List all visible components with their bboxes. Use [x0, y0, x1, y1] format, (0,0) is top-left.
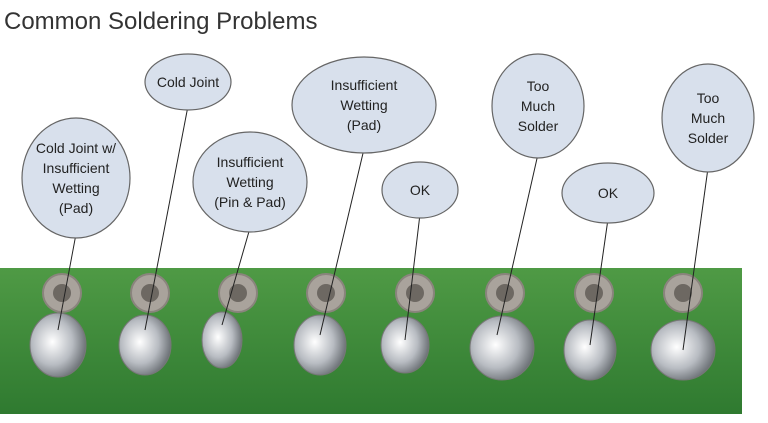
- pad-hole: [53, 284, 71, 302]
- callout-label: Too: [697, 90, 720, 106]
- callout-label: Solder: [518, 118, 559, 134]
- callout-label: Wetting: [52, 180, 99, 196]
- callout-label: (Pad): [347, 117, 381, 133]
- callout-bubble: [291, 56, 437, 154]
- leader-line: [319, 148, 365, 336]
- pad-hole: [674, 284, 692, 302]
- callout-label: Insufficient: [43, 160, 110, 176]
- solder-joint: [201, 311, 243, 369]
- callout-bubble: [381, 161, 459, 219]
- callout-label: OK: [598, 185, 619, 201]
- pad-hole: [229, 284, 247, 302]
- callout-label: Too: [527, 78, 550, 94]
- leader-line: [404, 213, 421, 341]
- callout-bubble: [192, 131, 308, 233]
- callout-label: (Pin & Pad): [214, 194, 286, 210]
- leader-line: [496, 153, 539, 336]
- pad-hole: [406, 284, 424, 302]
- pad-hole: [585, 284, 603, 302]
- pcb-board: [0, 268, 742, 414]
- leader-line: [144, 105, 189, 331]
- callout: OK: [381, 161, 459, 341]
- callout-label: Wetting: [340, 97, 387, 113]
- callout-label: Much: [691, 110, 725, 126]
- callout-bubble: [561, 162, 655, 224]
- leader-line: [589, 218, 609, 346]
- pad-hole: [141, 284, 159, 302]
- callout: OK: [561, 162, 655, 346]
- leader-line: [221, 227, 251, 326]
- leader-line: [682, 167, 709, 351]
- solder-joint: [293, 314, 347, 376]
- pad-hole: [317, 284, 335, 302]
- callout-label: Solder: [688, 130, 729, 146]
- solder-joint: [118, 314, 172, 376]
- callout-bubble: [661, 63, 755, 173]
- callout-label: Cold Joint: [157, 74, 219, 90]
- solder-joint: [29, 312, 87, 378]
- page-title: Common Soldering Problems: [4, 8, 318, 35]
- pad-hole: [496, 284, 514, 302]
- callout-label: Cold Joint w/: [36, 140, 116, 156]
- callout-bubble: [144, 53, 232, 111]
- callout: Cold Joint: [144, 53, 232, 331]
- callout-bubble: [21, 117, 131, 239]
- callout-label: Much: [521, 98, 555, 114]
- callout-label: Wetting: [226, 174, 273, 190]
- callout-label: (Pad): [59, 200, 93, 216]
- callout-bubble: [491, 53, 585, 159]
- leader-line: [57, 233, 77, 331]
- callout-label: Insufficient: [217, 154, 284, 170]
- callout-label: Insufficient: [331, 77, 398, 93]
- callout-label: OK: [410, 182, 431, 198]
- solder-joint: [563, 319, 617, 381]
- solder-joint: [469, 315, 535, 381]
- solder-joint: [380, 316, 430, 374]
